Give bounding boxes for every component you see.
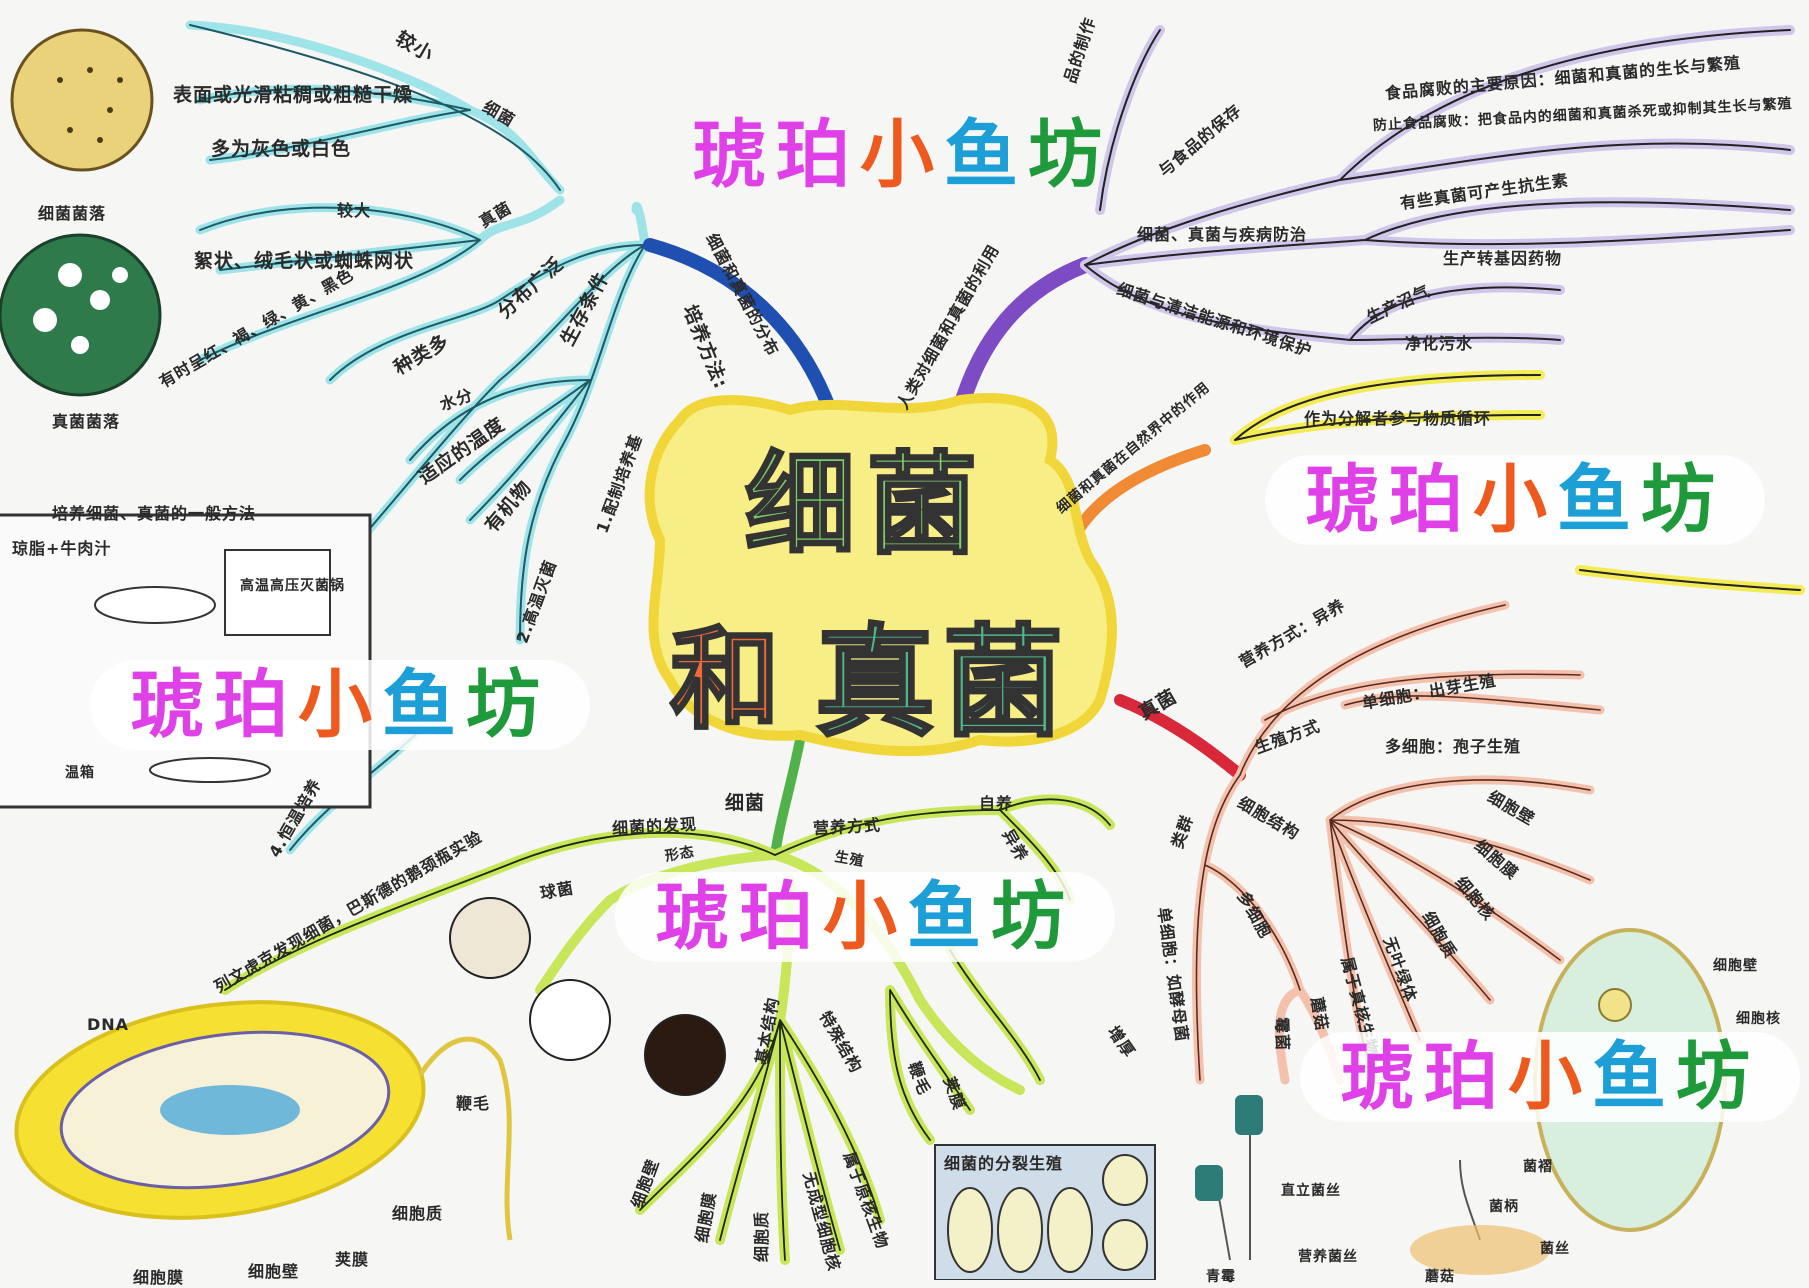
label-bacteria-dia-cytoplasm: 细胞质 [392,1204,444,1223]
watermark-char: 坊 [991,874,1075,960]
label-nature-decomposer: 作为分解者参与物质循环 [1304,409,1492,428]
watermark-char: 小 [1473,457,1557,543]
watermark-char: 小 [860,112,944,198]
watermark-char: 小 [298,662,382,748]
label-fungi-yeast-nucleus: 细胞核 [1736,1011,1781,1027]
label-distribution-method-title: 培养细菌、真菌的一般方法 [52,504,257,523]
label-fungi-mold: 霉菌 [1272,1016,1293,1052]
watermark-char: 鱼 [1557,457,1641,543]
label-utilization-transgenic: 生产转基因药物 [1443,249,1563,268]
watermark-5: 琥珀小鱼坊 [1300,1032,1800,1122]
label-fungi-mushroom-label: 蘑菇 [1425,1269,1455,1285]
watermark-char: 琥珀 [130,662,298,748]
bacteria-trunk [770,735,805,860]
label-bacteria-autotroph: 自养 [979,794,1014,813]
watermark-char: 坊 [1676,1034,1760,1120]
watermark-4: 琥珀小鱼坊 [615,872,1115,962]
center-blob [644,393,1117,757]
label-distribution-fungi-large: 较大 [337,201,372,220]
watermark-3: 琥珀小鱼坊 [90,660,590,750]
center-title-line1: 细菌 [744,439,989,571]
label-bacteria-dia-capsule: 荚膜 [335,1250,370,1269]
watermark-char: 琥珀 [692,112,860,198]
label-distribution-bacteria-surface: 表面或光滑粘稠或粗糙干燥 [173,84,414,106]
watermark-char: 坊 [1028,112,1112,198]
watermark-char: 坊 [1641,457,1725,543]
watermark-char: 坊 [466,662,550,748]
label-distribution-fungi-colony: 真菌菌落 [52,412,121,431]
label-bacteria-division: 细菌的分裂生殖 [944,1154,1064,1173]
watermark-char: 小 [823,874,907,960]
label-fungi-hyphae: 菌丝 [1540,1241,1570,1257]
label-fungi-hyphae-nutri: 营养菌丝 [1298,1249,1358,1265]
label-utilization-sewage: 净化污水 [1405,334,1474,353]
label-utilization-disease: 细菌、真菌与疾病防治 [1137,225,1308,244]
fungi-colony-drawing [0,233,162,397]
label-distribution-fungi-shape: 絮状、绒毛状或蜘蛛网状 [194,250,415,272]
label-bacteria-discovery: 细菌的发现 [611,814,698,838]
watermark-char: 琥珀 [1340,1034,1508,1120]
watermark-char: 鱼 [382,662,466,748]
center-title-fungi: 真菌 [814,611,1071,755]
label-fungi-multi-repro: 多细胞：孢子生殖 [1385,737,1522,756]
label-bacteria-dia-membrane: 细胞膜 [133,1268,185,1287]
label-distribution-bacteria-colony: 细菌菌落 [38,204,107,223]
nature-trunk [1064,444,1211,551]
label-bacteria-cytoplasm: 细胞质 [752,1210,771,1262]
utilization-trunk [952,257,1093,418]
label-bacteria-nutrition: 营养方式 [812,815,882,838]
label-distribution-autoclave: 高温高压灭菌锅 [240,578,345,594]
label-distribution-agar: 琼脂+牛肉汁 [12,539,112,558]
fungi-trunk [1114,694,1246,781]
label-distribution-incubator: 温箱 [65,765,95,781]
label-fungi-hyphae-up: 直立菌丝 [1281,1183,1341,1199]
watermark-char: 鱼 [907,874,991,960]
label-fungi-yeast-wall: 细胞壁 [1713,958,1758,974]
label-fungi-gills: 菌褶 [1523,1159,1553,1175]
watermark-char: 小 [1508,1034,1592,1120]
watermark-2: 琥珀小鱼坊 [1265,455,1765,545]
distribution-trunk [643,238,837,417]
watermark-1: 琥珀小鱼坊 [652,110,1152,200]
label-distribution-bacteria-color: 多为灰色或白色 [211,138,352,160]
watermark-char: 琥珀 [1305,457,1473,543]
label-bacteria-dia-dna: DNA [87,1015,130,1034]
label-fungi-penicillium: 青霉 [1206,1269,1236,1285]
label-bacteria-dia-flagellum: 鞭毛 [456,1094,491,1113]
label-bacteria-branch: 细菌 [725,792,766,814]
watermark-char: 鱼 [1592,1034,1676,1120]
bacteria-colony-drawing [10,28,154,172]
label-bacteria-dia-wall: 细胞壁 [248,1262,300,1281]
label-fungi-stipe: 菌柄 [1489,1199,1519,1215]
watermark-char: 琥珀 [655,874,823,960]
center-title-and: 和 [669,614,782,746]
watermark-char: 鱼 [944,112,1028,198]
